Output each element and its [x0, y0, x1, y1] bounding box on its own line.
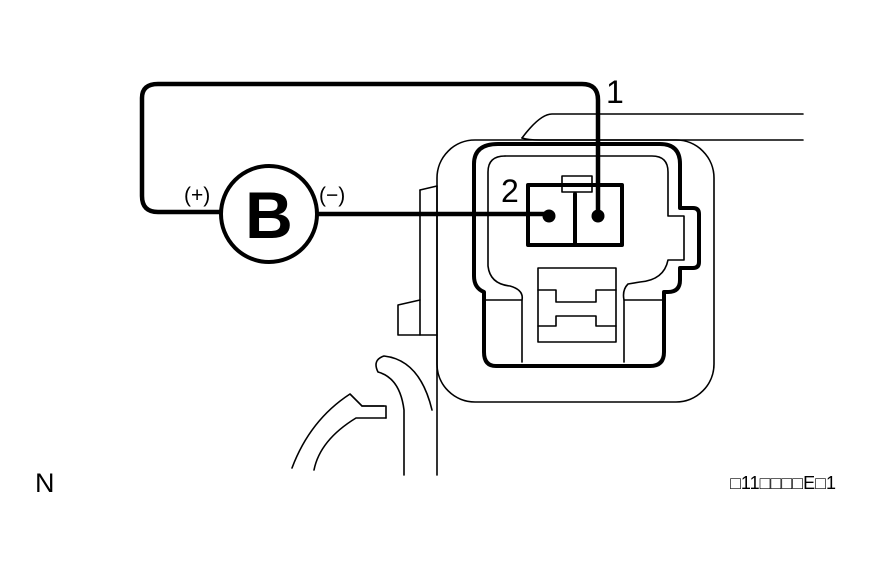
figure-code: □11□□□□E□1 — [730, 473, 836, 493]
test-lead-wiring — [139, 81, 601, 220]
terminal-2-label: 2 — [501, 173, 519, 209]
negative-polarity-label: (−) — [319, 184, 345, 207]
terminal-2-pin — [542, 209, 556, 223]
view-indicator: N — [35, 468, 55, 498]
terminal-1-pin — [591, 209, 605, 223]
meter-symbol: B — [219, 164, 319, 264]
terminal-cavity — [526, 175, 624, 247]
housing-bracket-outline — [291, 113, 804, 476]
meter-symbol-letter: B — [245, 178, 293, 252]
terminal-1-label: 1 — [606, 74, 624, 110]
connector-outer-shell — [436, 139, 715, 403]
positive-polarity-label: (+) — [184, 184, 210, 207]
connector-body — [472, 142, 701, 368]
